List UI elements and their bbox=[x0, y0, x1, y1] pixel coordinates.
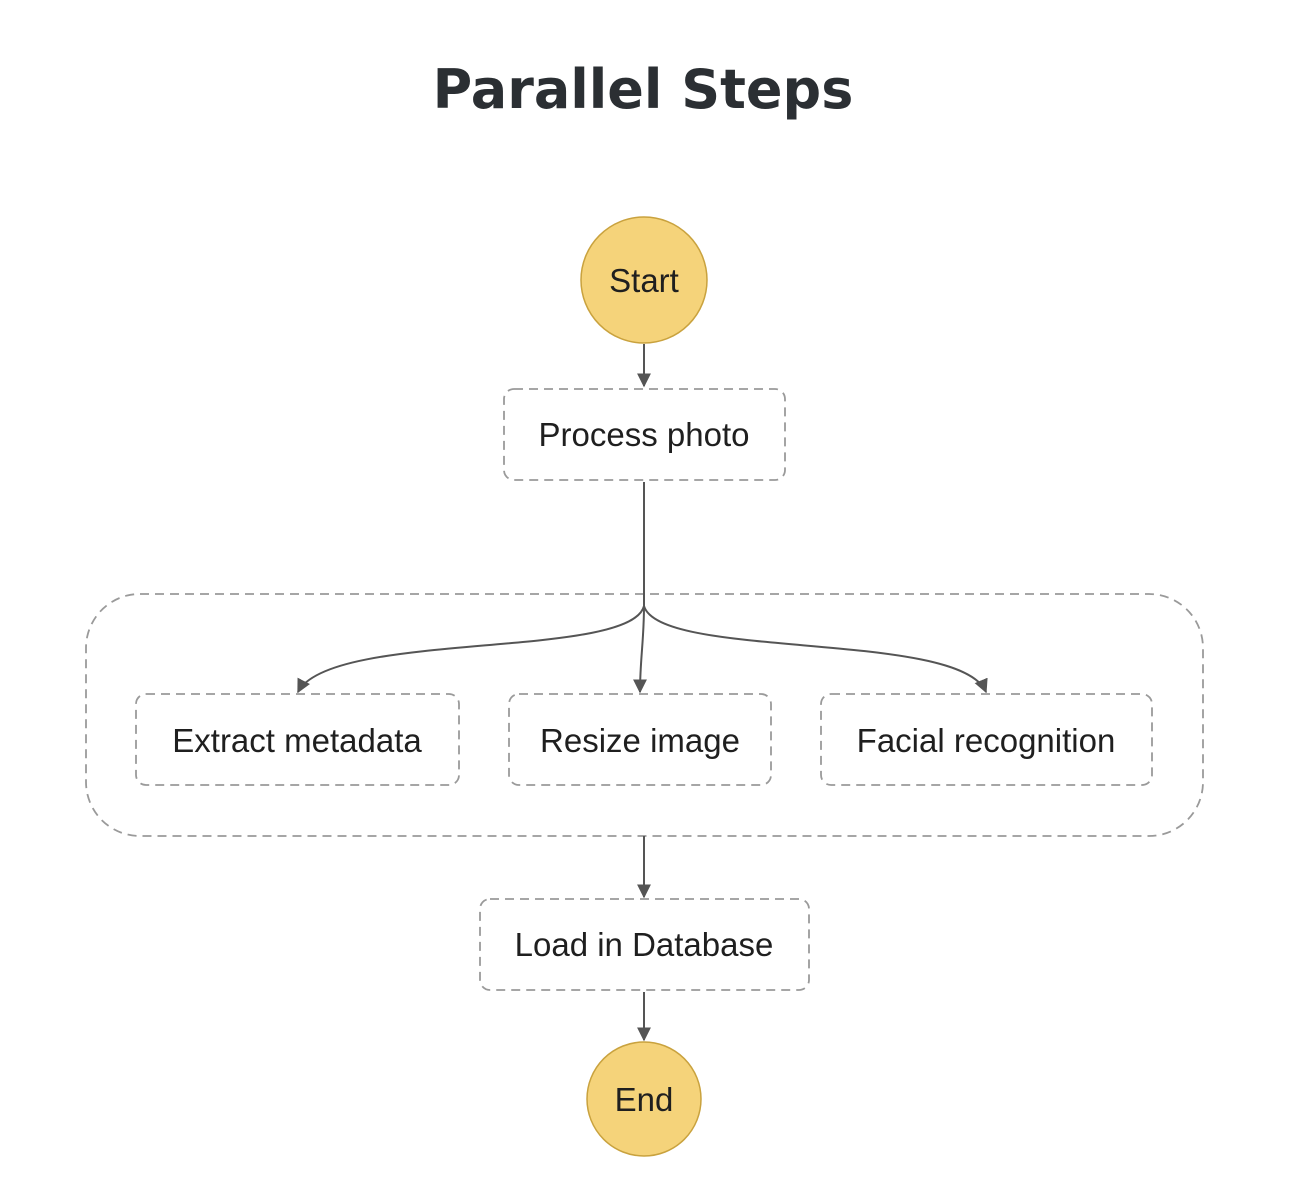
start-node: Start bbox=[580, 216, 708, 344]
facial-recognition-label: Facial recognition bbox=[857, 722, 1116, 759]
process-photo-label: Process photo bbox=[539, 416, 750, 453]
start-label: Start bbox=[609, 262, 679, 299]
extract-metadata-step: Extract metadata bbox=[135, 693, 460, 786]
diagram-title: Parallel Steps bbox=[432, 58, 854, 121]
resize-image-label: Resize image bbox=[540, 722, 740, 759]
end-label: End bbox=[615, 1081, 674, 1118]
resize-image-step: Resize image bbox=[508, 693, 772, 786]
extract-metadata-label: Extract metadata bbox=[172, 722, 422, 759]
edge-branch-to-resize-image bbox=[633, 605, 648, 694]
edge-branch-to-facial-recognition bbox=[643, 605, 988, 694]
process-photo-step: Process photo bbox=[503, 388, 786, 481]
end-node: End bbox=[586, 1041, 702, 1157]
load-in-database-label: Load in Database bbox=[515, 926, 774, 963]
load-in-database-step: Load in Database bbox=[479, 898, 810, 991]
edges bbox=[297, 344, 988, 1042]
edge-branch-to-extract-metadata bbox=[297, 605, 645, 694]
facial-recognition-step: Facial recognition bbox=[820, 693, 1153, 786]
